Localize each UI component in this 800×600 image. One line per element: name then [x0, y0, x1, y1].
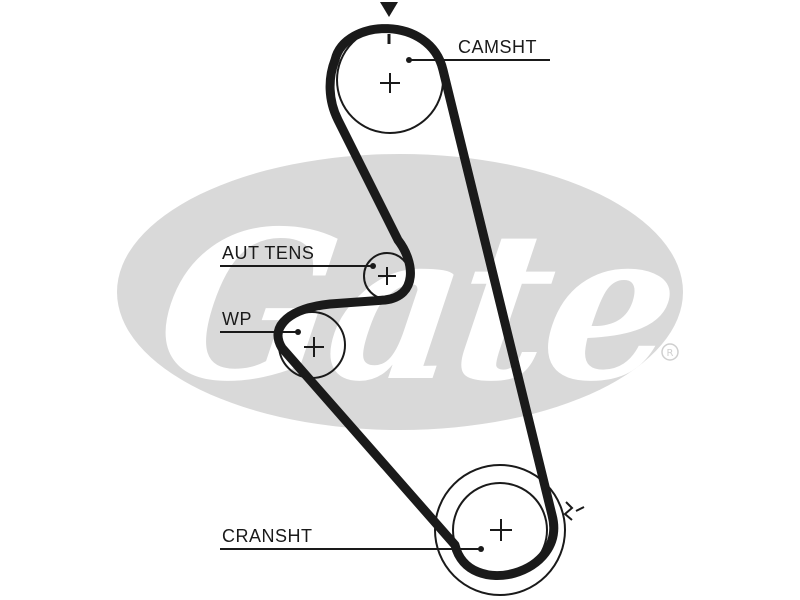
crankshaft-timing-tick	[575, 506, 585, 512]
tensioner-label: AUT TENS	[222, 243, 314, 263]
logo-wordmark: Gates	[145, 186, 799, 427]
crankshaft-center-mark	[490, 519, 512, 541]
tensioner-center-mark	[378, 267, 396, 285]
crankshaft-leader	[220, 546, 484, 552]
crankshaft-label: CRANSHT	[222, 526, 313, 546]
camshaft-timing-arrow	[380, 2, 398, 17]
camshaft-center-mark	[380, 73, 400, 93]
water-pump-label: WP	[222, 309, 252, 329]
registered-mark: R	[661, 343, 679, 361]
svg-text:R: R	[667, 348, 674, 359]
gates-logo-watermark: Gates R	[117, 154, 799, 430]
crankshaft-timing-mark	[563, 501, 574, 521]
water-pump-leader	[220, 329, 301, 335]
timing-belt	[273, 24, 559, 580]
water-pump-center-mark	[304, 337, 324, 357]
crankshaft-pulley-outer	[434, 464, 566, 596]
camshaft-label: CAMSHT	[458, 37, 537, 57]
camshaft-leader	[406, 57, 550, 63]
tensioner-leader	[220, 263, 376, 269]
